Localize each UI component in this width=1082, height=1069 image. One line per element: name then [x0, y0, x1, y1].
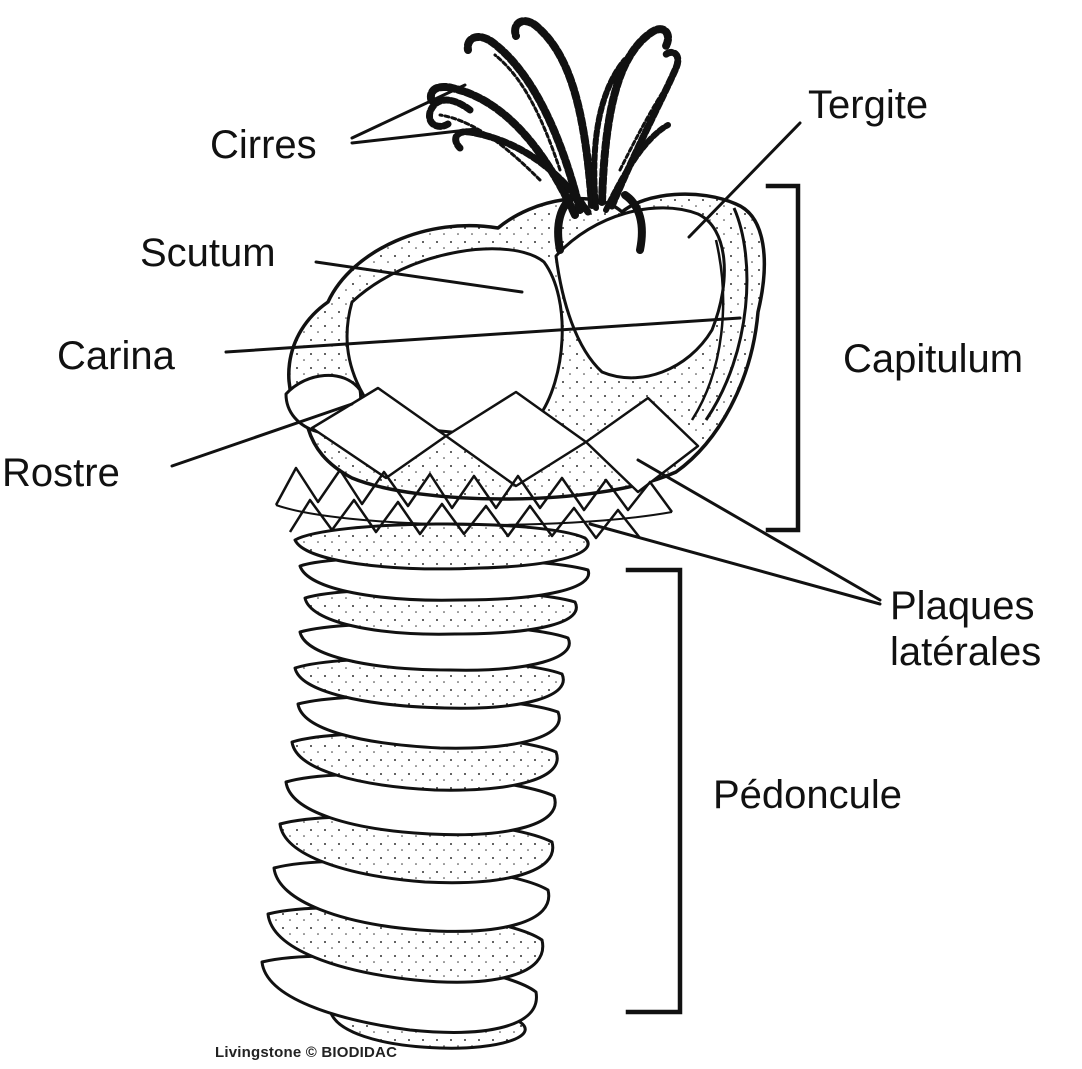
- carina-ridge-inner: [690, 239, 725, 421]
- label-scutum: Scutum: [140, 231, 276, 275]
- label-capitulum: Capitulum: [843, 337, 1024, 381]
- leader-rostre: [170, 402, 354, 468]
- credit-text: Livingstone © BIODIDAC: [215, 1044, 398, 1061]
- bracket-pedoncule: [625, 567, 683, 1015]
- leader-tergite: [687, 121, 802, 239]
- leader-carina: [224, 316, 742, 354]
- label-pedoncule: Pédoncule: [713, 773, 903, 817]
- leader-plaques-lower: [588, 522, 882, 606]
- label-cirres: Cirres: [210, 123, 317, 167]
- label-carina: Carina: [57, 334, 175, 378]
- bracket-capitulum: [765, 183, 801, 533]
- leader-scutum: [314, 260, 524, 294]
- carina-ridge: [704, 207, 749, 421]
- label-tergite: Tergite: [808, 83, 929, 127]
- lateral-plates-band: [274, 466, 674, 540]
- leader-cirres-upper: [350, 83, 467, 140]
- label-plaques-laterales: Plaques latérales: [890, 584, 1042, 674]
- leader-plaques-upper: [636, 458, 882, 602]
- cirri-plume: [426, 17, 682, 254]
- lower-plate-3: [584, 396, 700, 494]
- peduncle-stalk: [260, 522, 591, 1050]
- label-rostre: Rostre: [2, 451, 120, 495]
- leader-cirres-lower: [350, 127, 478, 145]
- tergite-plate: [554, 206, 726, 380]
